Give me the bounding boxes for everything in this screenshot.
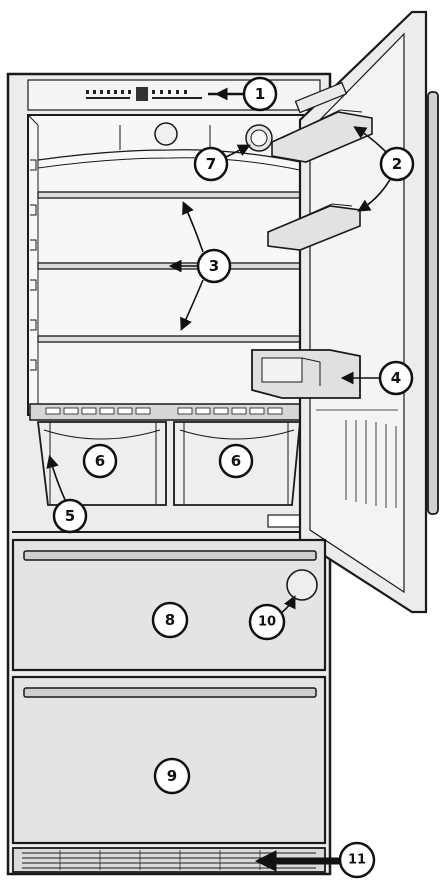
callout-3: 3 — [196, 248, 232, 284]
callout-10-label: 10 — [258, 615, 276, 630]
bottle-shelf — [251, 349, 361, 399]
arrow-2-upper — [353, 126, 387, 153]
callout-11-label: 11 — [348, 853, 366, 868]
callout-1-label: 1 — [255, 85, 265, 103]
callout-4-label: 4 — [391, 369, 401, 387]
fan-cover — [154, 122, 178, 146]
arrow-3-upper — [182, 201, 204, 253]
air-duct — [37, 122, 301, 171]
callout-7-label: 7 — [206, 155, 216, 173]
door-shelf-upper — [271, 81, 373, 163]
callout-7: 7 — [193, 146, 229, 182]
shelf-1 — [37, 191, 301, 199]
callout-6-right-label: 6 — [231, 452, 241, 470]
interior-light — [245, 124, 273, 152]
callout-6-right: 6 — [218, 443, 254, 479]
callout-9: 9 — [153, 757, 191, 795]
callout-9-label: 9 — [167, 767, 177, 785]
shelf-3 — [37, 335, 301, 343]
callout-5: 5 — [52, 498, 88, 534]
callout-10: 10 — [248, 603, 286, 641]
callout-6-left-label: 6 — [95, 452, 105, 470]
callout-5-label: 5 — [65, 507, 75, 525]
door-shelf-lower — [267, 203, 361, 251]
callout-1: 1 — [242, 76, 278, 112]
crisper-cover — [29, 403, 309, 421]
callout-11: 11 — [338, 841, 376, 879]
drawer-handle-lower — [23, 687, 317, 698]
callout-8-label: 8 — [165, 611, 175, 629]
callout-6-left: 6 — [82, 443, 118, 479]
callouts: 1 2 3 4 5 6 6 7 — [52, 76, 415, 879]
callout-2: 2 — [379, 146, 415, 182]
arrow-3-lower — [180, 279, 204, 331]
callout-2-label: 2 — [392, 155, 402, 173]
arrow-5 — [46, 454, 67, 503]
shelf-2 — [37, 262, 301, 270]
callout-3-label: 3 — [209, 257, 219, 275]
arrow-11 — [254, 850, 341, 872]
door-handle — [427, 91, 439, 515]
callout-8: 8 — [151, 601, 189, 639]
callout-4: 4 — [378, 360, 414, 396]
door-shelves — [267, 81, 373, 251]
ice-maker-indicator — [286, 569, 318, 601]
drawer-handle-upper — [23, 550, 317, 561]
